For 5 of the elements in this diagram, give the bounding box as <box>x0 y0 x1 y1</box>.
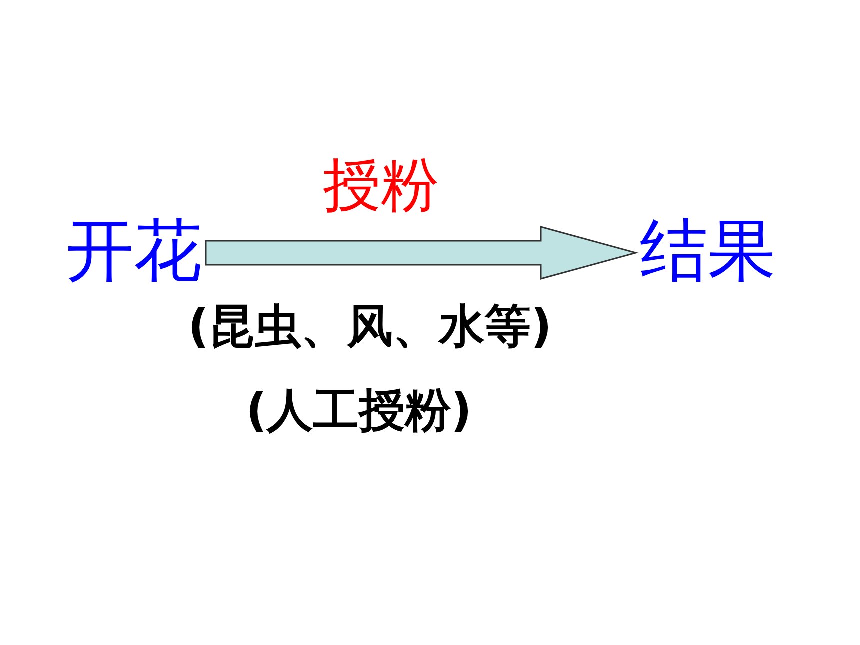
node-text: 结果 <box>640 214 776 290</box>
note-text: (昆虫、风、水等) <box>188 298 552 354</box>
node-text: 开花 <box>66 214 202 290</box>
note-text: (人工授粉) <box>246 382 472 438</box>
block-arrow <box>205 226 639 280</box>
